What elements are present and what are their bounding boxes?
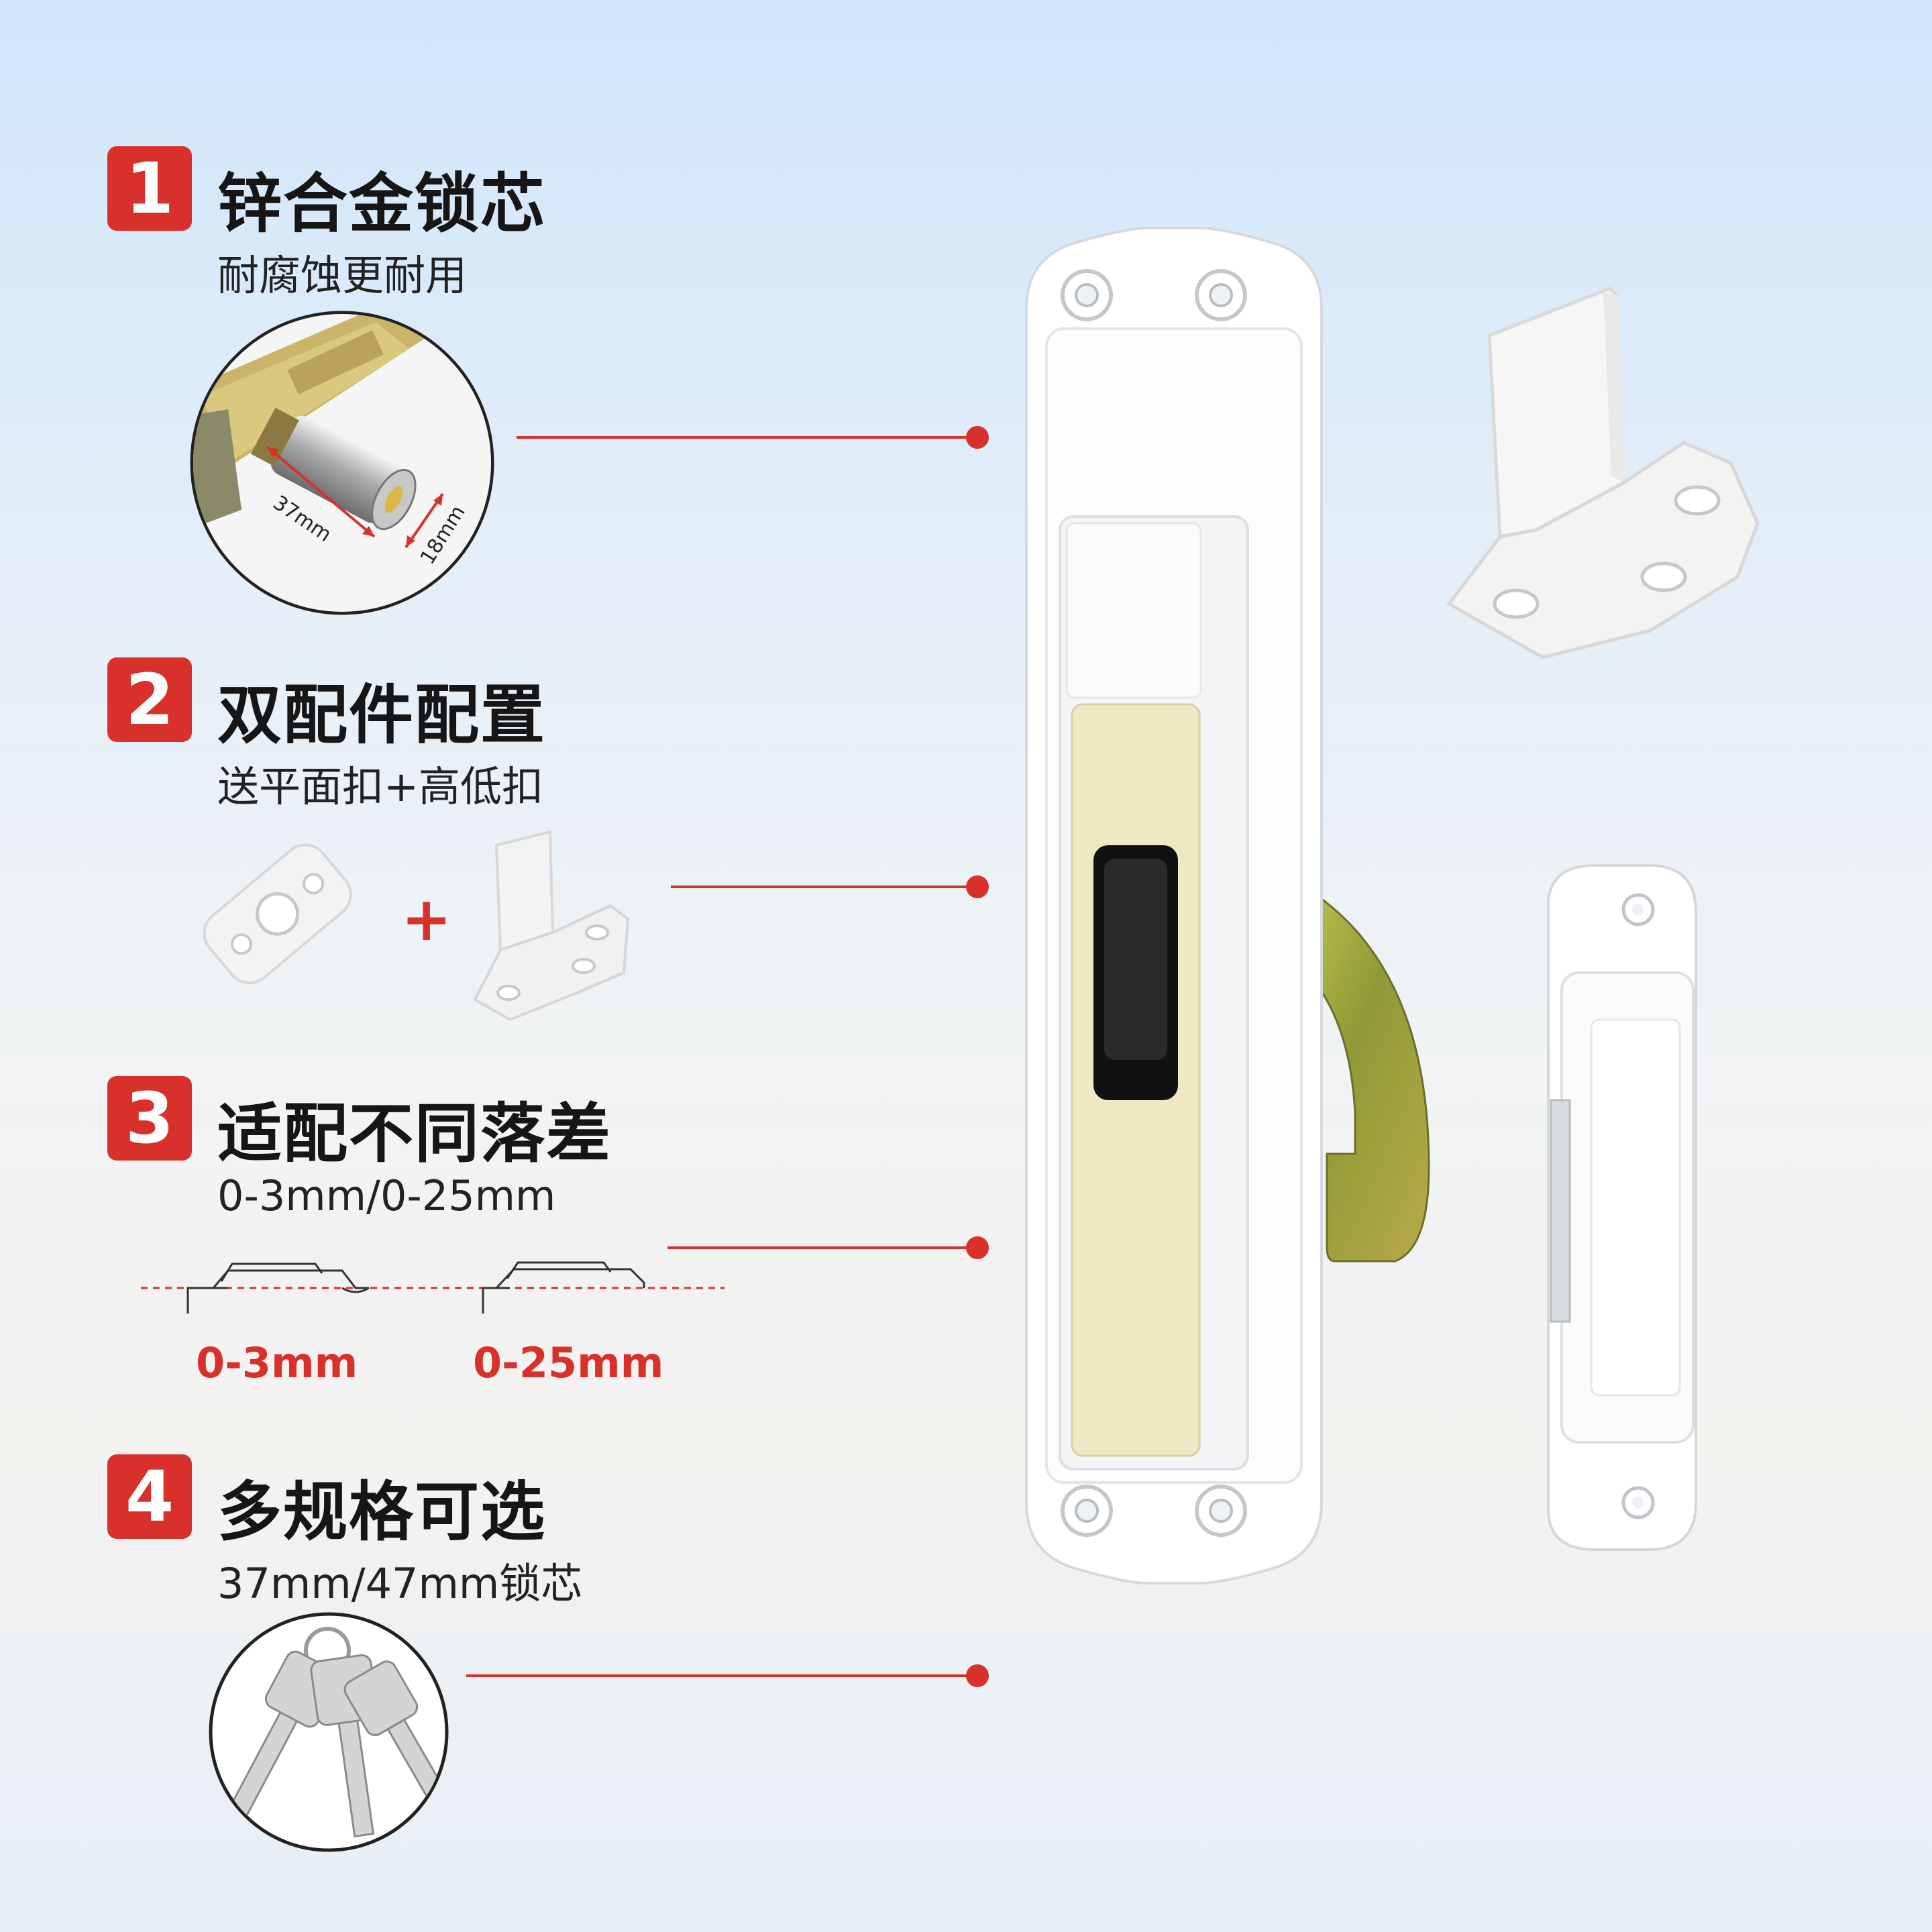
keeper-icon: [1547, 864, 1697, 1551]
feature-badge: 4: [107, 1454, 192, 1539]
feature-subtitle: 0-3mm/0-25mm: [217, 1171, 556, 1220]
feature-title: 适配不同落差: [217, 1096, 612, 1171]
feature-subtitle: 送平面扣+高低扣: [217, 762, 543, 811]
callout-line-2: [671, 875, 989, 898]
feature-badge: 2: [107, 657, 192, 742]
drop-label-small: 0-3mm: [196, 1338, 358, 1387]
feature-badge: 3: [107, 1076, 192, 1161]
lock-core-photo-icon: [190, 311, 494, 615]
keys-photo-icon: [209, 1612, 449, 1852]
callout-line-3: [667, 1236, 989, 1259]
feature-subtitle: 耐腐蚀更耐用: [217, 251, 468, 300]
feature-title: 锌合金锁芯: [217, 166, 546, 241]
callout-line-1: [517, 426, 989, 449]
offset-strike-plate-icon: [473, 830, 630, 1022]
feature-title: 多规格可选: [217, 1474, 546, 1550]
window-lock-icon: [1025, 227, 1430, 1585]
feature-title: 双配件配置: [217, 678, 546, 753]
feature-badge: 1: [107, 146, 192, 231]
plus-sign: +: [401, 884, 452, 955]
feature-subtitle: 37mm/47mm锁芯: [217, 1559, 583, 1608]
drop-label-large: 0-25mm: [473, 1338, 664, 1387]
flat-strike-plate-icon: [203, 843, 352, 985]
drop-diagram: [141, 1261, 724, 1313]
callout-line-4: [466, 1664, 989, 1687]
offset-strike-plate-large-icon: [1446, 286, 1760, 659]
